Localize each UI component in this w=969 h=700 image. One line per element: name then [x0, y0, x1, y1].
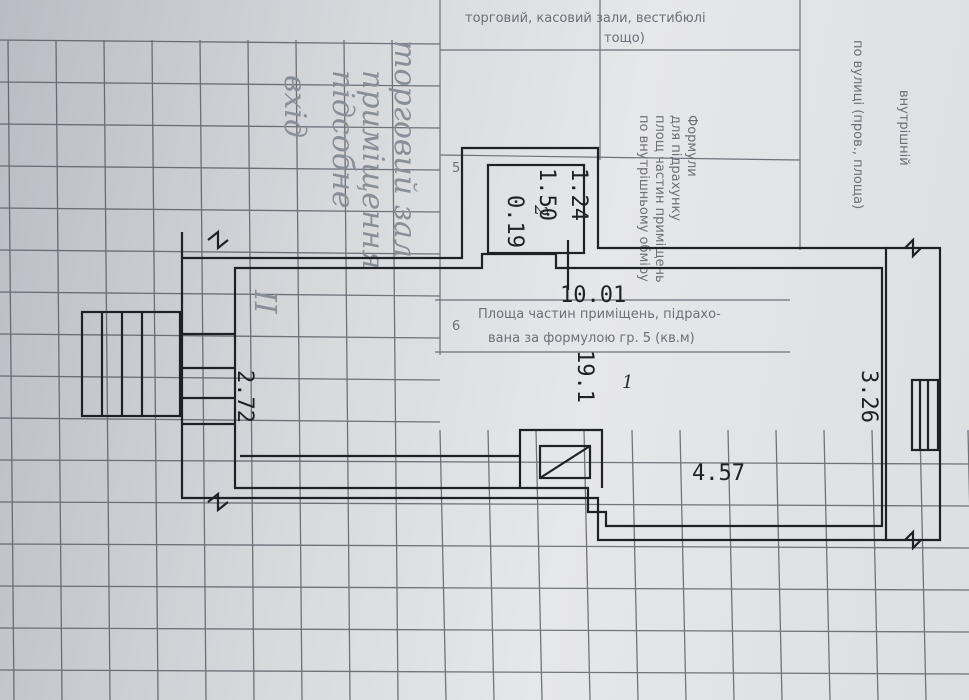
- dim-small-room-side-group: 0.19: [502, 195, 527, 248]
- handwritten-room-names: торговий зал приміщення підсобне: [325, 40, 422, 269]
- handwritten-roman-numeral: ІІ: [247, 289, 282, 315]
- grid-line-v: [103, 39, 111, 700]
- grid-line-v: [391, 39, 399, 700]
- formula-header: Формули для підрахунку площ частин примі…: [636, 115, 699, 283]
- right-window: [910, 378, 940, 452]
- grid-line-v: [919, 429, 927, 700]
- dim-inner-length: 4.57: [692, 461, 745, 486]
- grid-line-v: [583, 429, 591, 700]
- dim-width-right: 3.26: [856, 370, 881, 423]
- grid-line-v: [295, 39, 303, 700]
- red-mark-group: 2: [530, 204, 551, 216]
- dim-small-room-h: 1.24: [566, 168, 591, 221]
- formula-line-4: по внутрішньому обміру: [636, 115, 651, 282]
- dim-small-room-w-group: 1.50: [534, 168, 559, 221]
- grid-line-h: [0, 417, 441, 423]
- column-number-5: 5: [452, 161, 460, 176]
- break-mark-bottom-right: [904, 529, 922, 551]
- inner-wall: [233, 252, 884, 528]
- grid-line-v: [343, 39, 351, 700]
- grid-line-h: [0, 123, 441, 129]
- center-red-mark: 1: [622, 372, 633, 393]
- grid-line-v: [199, 39, 207, 700]
- grid-line-h: [0, 543, 969, 549]
- grid-line-h: [0, 375, 441, 381]
- grid-line-h: [0, 207, 441, 213]
- grid-line-h: [0, 81, 441, 87]
- form-header-line2: тощо): [604, 31, 645, 46]
- dim-center-mark: 19.1: [572, 350, 597, 403]
- grid-line-v: [439, 429, 447, 700]
- column-box: [538, 444, 592, 480]
- entrance-stairs: [80, 310, 182, 418]
- grid-line-v: [151, 39, 159, 700]
- break-mark-top-left: [207, 229, 229, 251]
- handwritten-line-1: торговий зал: [387, 40, 422, 258]
- grid-line-h: [0, 333, 441, 339]
- dim-width-left-group: 2.72: [232, 370, 257, 423]
- grid-line-v: [7, 39, 15, 700]
- grid-line-v: [775, 429, 783, 700]
- grid-line-h: [0, 39, 441, 45]
- break-mark-top-right: [904, 237, 922, 259]
- grid-line-h: [0, 459, 969, 465]
- grid-line-v: [679, 429, 687, 700]
- area-note-line-1: Площа частин приміщень, підрахо-: [478, 307, 721, 322]
- small-room-wall: [486, 163, 586, 255]
- grid-line-v: [823, 429, 831, 700]
- graph-grid: [0, 39, 969, 700]
- grid-line-v: [487, 429, 495, 700]
- grid-line-v: [535, 429, 543, 700]
- grid-line-v: [55, 39, 63, 700]
- partition-wall: [518, 428, 604, 488]
- grid-line-v: [727, 429, 735, 700]
- formula-line-3: площ частин приміщень: [652, 115, 667, 283]
- grid-line-h: [0, 165, 441, 171]
- form-header-line1: торговий, касовий зали, вестибюлі: [465, 11, 706, 26]
- dim-center-group: 19.1: [572, 350, 597, 403]
- column-diagonal: [539, 445, 591, 479]
- break-mark-bottom-left: [207, 491, 229, 513]
- grid-line-h: [0, 669, 969, 675]
- grid-line-v: [871, 429, 879, 700]
- handwritten-entry-word: вхід: [277, 75, 312, 138]
- dim-width-left: 2.72: [232, 370, 257, 423]
- dim-small-room-h-group: 1.24: [566, 168, 591, 221]
- grid-line-h: [0, 627, 969, 633]
- grid-line-h: [0, 249, 441, 255]
- dim-long-length: 10.01: [560, 283, 626, 308]
- handwritten-line-3: підсобне: [325, 70, 360, 209]
- dim-small-room-w: 1.50: [534, 168, 559, 221]
- grid-line-v: [247, 39, 255, 700]
- grid-line-h: [0, 291, 441, 297]
- handwritten-roman: ІІ: [247, 289, 282, 315]
- formula-line-2: для підрахунку: [668, 115, 683, 221]
- grid-line-h: [0, 585, 969, 591]
- grid-line-h: [0, 501, 969, 507]
- right-header-line-1: внутрішній: [896, 90, 911, 166]
- area-note-line-2: вана за формулою гр. 5 (кв.м): [488, 331, 695, 346]
- column-number-6: 6: [452, 319, 460, 334]
- dim-width-right-group: 3.26: [856, 370, 881, 423]
- small-room-number: 2: [530, 204, 551, 216]
- dim-small-room-side: 0.19: [502, 195, 527, 248]
- grid-line-v: [631, 429, 639, 700]
- right-header-line-2: по вулиці (пров., площа): [850, 40, 865, 209]
- handwritten-line-2: приміщення: [355, 70, 390, 269]
- formula-line-1: Формули: [684, 115, 699, 177]
- right-vertical-header: внутрішній по вулиці (пров., площа): [850, 40, 911, 209]
- handwritten-entry: вхід: [277, 75, 312, 138]
- floor-plan: [80, 146, 942, 551]
- form-table-lines: [435, 0, 801, 355]
